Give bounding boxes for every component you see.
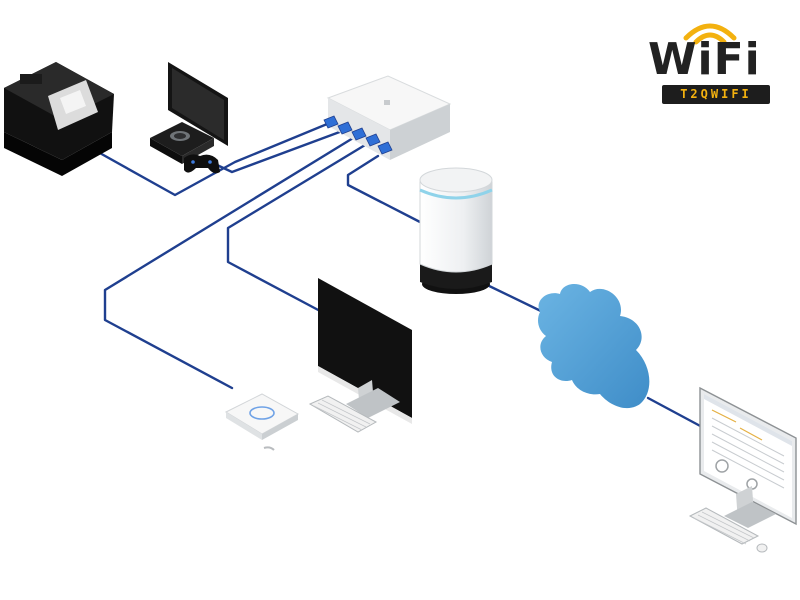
network-switch-icon <box>323 75 452 160</box>
desktop-computer-icon <box>308 278 412 433</box>
cable-cloud-management <box>646 396 706 430</box>
wifi-signal-icon <box>683 23 737 45</box>
cable-printer <box>96 120 334 197</box>
wifi-router-icon <box>419 167 493 294</box>
switch-ports <box>323 115 393 155</box>
cable-router <box>346 154 422 224</box>
logo-tagline: T2QWIFI <box>662 85 770 104</box>
game-console-icon <box>150 62 228 174</box>
cable-router-cloud <box>481 281 547 315</box>
access-point-icon <box>224 393 300 451</box>
printer-icon <box>4 62 114 176</box>
cable-access-point <box>103 133 360 390</box>
logo-wordmark: WiFi <box>648 34 761 85</box>
cloud-icon <box>538 283 650 409</box>
brand-logo: WiFi T2QWIFI <box>640 14 780 104</box>
management-computer-icon <box>688 386 797 553</box>
cable-desktop <box>226 140 372 314</box>
